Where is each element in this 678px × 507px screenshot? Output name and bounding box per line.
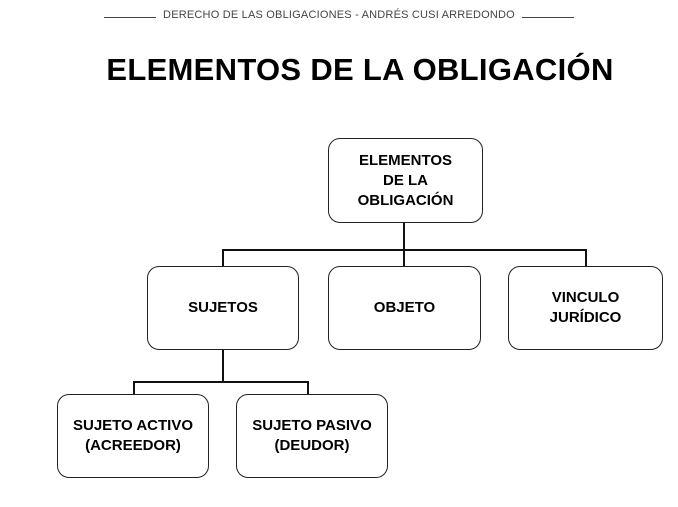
connector-level2-horizontal bbox=[133, 381, 309, 383]
node-vinculo-juridico: VINCULO JURÍDICO bbox=[508, 266, 663, 350]
connector-to-vinculo bbox=[585, 249, 587, 266]
header-text: DERECHO DE LAS OBLIGACIONES - ANDRÉS CUS… bbox=[163, 9, 515, 21]
page-header: DERECHO DE LAS OBLIGACIONES - ANDRÉS CUS… bbox=[0, 9, 678, 21]
connector-root-down bbox=[403, 223, 405, 250]
header-rule-right bbox=[522, 17, 575, 18]
connector-to-sujetos bbox=[222, 249, 224, 266]
node-sujeto-activo: SUJETO ACTIVO (ACREEDOR) bbox=[57, 394, 209, 478]
root-node: ELEMENTOS DE LA OBLIGACIÓN bbox=[328, 138, 483, 223]
header-rule-left bbox=[103, 17, 156, 18]
page-title: ELEMENTOS DE LA OBLIGACIÓN bbox=[106, 52, 614, 87]
connector-to-objeto bbox=[403, 249, 405, 266]
connector-to-activo bbox=[133, 381, 135, 394]
node-objeto: OBJETO bbox=[328, 266, 481, 350]
connector-sujetos-down bbox=[222, 349, 224, 382]
node-sujeto-pasivo: SUJETO PASIVO (DEUDOR) bbox=[236, 394, 388, 478]
connector-to-pasivo bbox=[307, 381, 309, 394]
node-sujetos: SUJETOS bbox=[147, 266, 299, 350]
